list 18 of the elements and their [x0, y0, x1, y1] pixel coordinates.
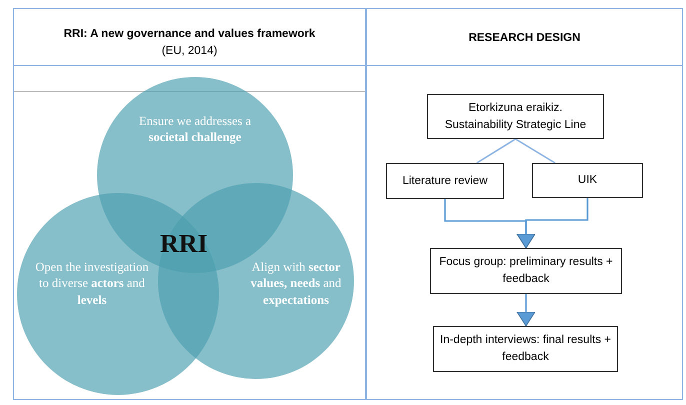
table-panel: [13, 8, 366, 400]
process-box: UIK: [532, 163, 643, 198]
process-box: Literature review: [386, 163, 504, 199]
process-box: Etorkizuna eraikiz. Sustainability Strategic Line: [427, 94, 604, 139]
circle-text: Ensure we addresses a societal challenge: [138, 113, 252, 146]
process-box: In-depth interviews: final results + feedback: [433, 326, 618, 372]
arrow: [516, 198, 588, 248]
connector-line: [476, 138, 516, 164]
circle-text: Align with sector values, needs and expectations: [250, 259, 342, 308]
process-box: Focus group: preliminary results + feedback: [430, 248, 622, 294]
panel-heading: RESEARCH DESIGN: [468, 32, 580, 44]
center-label: RRI: [160, 231, 208, 257]
panel-heading: RRI: A new governance and values framework: [64, 28, 316, 40]
source-note: (EU, 2014): [162, 45, 218, 57]
circle-text: Open the investigation to diverse actors and levels: [34, 259, 150, 308]
arrow: [516, 294, 536, 326]
connector-line: [515, 138, 556, 164]
table-panel: [366, 8, 683, 400]
